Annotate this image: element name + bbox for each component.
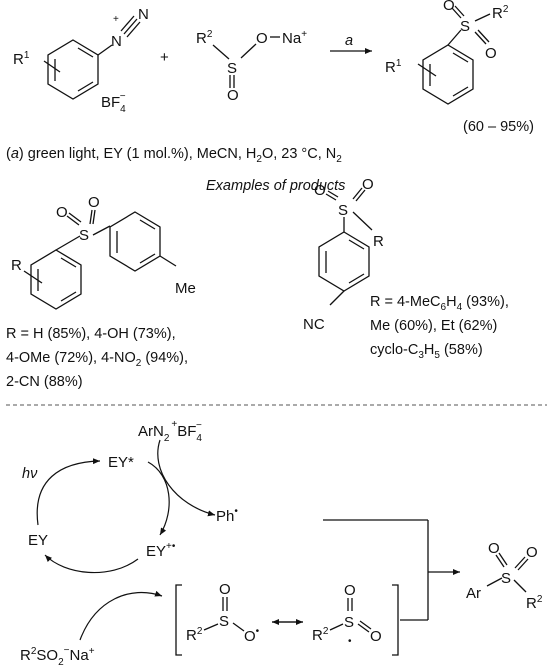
- product-r1-label: R1: [385, 58, 402, 76]
- examples-heading: Examples of products: [206, 178, 345, 194]
- r2-label: R2: [196, 29, 213, 47]
- compound1-variants-line3: 2-CN (88%): [6, 374, 83, 390]
- product-o2: O: [485, 45, 497, 62]
- sulfinate-o-single: O: [256, 30, 268, 47]
- example-compound-1: R S O O Me: [11, 194, 196, 310]
- sulfonyl-radical-form-1: R2 S O O•: [186, 581, 260, 645]
- compound2-s: S: [338, 202, 348, 219]
- compound2-variants-line1: R = 4-MeC6H4 (93%),: [370, 294, 509, 313]
- sodium-sulfinate-label: R2SO2−Na+: [20, 645, 95, 666]
- svg-text:S: S: [219, 613, 229, 630]
- diazonium-to-phenyl-arrow: [157, 439, 216, 517]
- tetrafluoroborate-counterion: BF4−: [101, 91, 126, 115]
- svg-text:O: O: [344, 582, 356, 599]
- compound2-variants-line2: Me (60%), Et (62%): [370, 318, 497, 334]
- plus-sign: +: [160, 49, 169, 66]
- svg-text:•: •: [348, 636, 352, 647]
- compound2-o2: O: [362, 176, 374, 193]
- ey-label: EY: [28, 532, 48, 549]
- compound1-o1: O: [56, 204, 68, 221]
- mechanism: ArN2+BF4− hν EY* Ph• EY EY+• R2SO2−Na+ R…: [20, 419, 543, 666]
- ey-radical-cation-label: EY+•: [146, 541, 176, 560]
- sulfinate-s: S: [227, 60, 237, 77]
- product-o1: O: [443, 0, 455, 14]
- svg-text:O: O: [488, 540, 500, 557]
- compound1-s: S: [79, 227, 89, 244]
- sulfonyl-radical-form-2: R2 S • O O: [312, 582, 382, 647]
- sodium-sulfinate-reactant: R2 S O Na+ O: [196, 29, 307, 104]
- reaction-conditions: (a) green light, EY (1 mol.%), MeCN, H2O…: [6, 146, 342, 165]
- sulfinate-oxidation-arrow: [79, 590, 163, 641]
- diazonium-n2: N: [138, 6, 149, 23]
- compound1-variants-line2: 4-OMe (72%), 4-NO2 (94%),: [6, 350, 188, 369]
- hv-label: hν: [22, 466, 38, 482]
- diazonium-plus: +: [113, 14, 119, 25]
- cycle-arrow-excitation: [36, 458, 101, 526]
- diazonium-n1: N: [111, 33, 122, 50]
- phenyl-radical-label: Ph•: [216, 506, 238, 525]
- cycle-arrow-set: [147, 461, 170, 536]
- svg-text:O•: O•: [244, 626, 260, 645]
- yield-range: (60 – 95%): [463, 119, 534, 135]
- compound1-o2: O: [88, 194, 100, 211]
- cycle-arrow-regeneration: [44, 554, 139, 574]
- svg-text:O: O: [526, 544, 538, 561]
- compound2-nc-label: NC: [303, 316, 325, 333]
- compound2-o1: O: [314, 182, 326, 199]
- compound1-r-label: R: [11, 257, 22, 274]
- compound2-r-label: R: [373, 233, 384, 250]
- svg-text:R2: R2: [312, 626, 329, 644]
- svg-text:O: O: [219, 581, 231, 598]
- svg-text:S: S: [501, 570, 511, 587]
- svg-text:R2: R2: [186, 626, 203, 644]
- compound1-me-label: Me: [175, 280, 196, 297]
- sulfinate-o-double: O: [227, 87, 239, 104]
- compound1-variants-line1: R = H (85%), 4-OH (73%),: [6, 326, 176, 342]
- aryldiazonium-reactant: R1 N + N BF4−: [13, 6, 149, 115]
- svg-text:R2: R2: [526, 594, 543, 612]
- compound2-variants-line3: cyclo-C3H5 (58%): [370, 342, 483, 361]
- right-bracket: [392, 584, 399, 656]
- svg-text:O: O: [370, 628, 382, 645]
- r1-label: R1: [13, 50, 30, 68]
- svg-text:Ar: Ar: [466, 585, 481, 602]
- reaction-arrow: a: [330, 33, 372, 54]
- svg-text:S: S: [344, 614, 354, 631]
- sodium-label: Na+: [282, 29, 307, 47]
- mech-diazonium-label: ArN2+BF4−: [138, 419, 202, 444]
- product-r2-label: R2: [492, 4, 509, 22]
- sulfone-product: R1 S O O R2: [385, 0, 509, 105]
- final-sulfone-product: Ar S O O R2: [466, 540, 543, 612]
- product-s: S: [460, 18, 470, 35]
- left-bracket: [175, 584, 182, 656]
- ey-star-label: EY*: [108, 454, 134, 471]
- example-compound-2: S O O R NC: [303, 176, 384, 333]
- arrow-label: a: [345, 33, 353, 49]
